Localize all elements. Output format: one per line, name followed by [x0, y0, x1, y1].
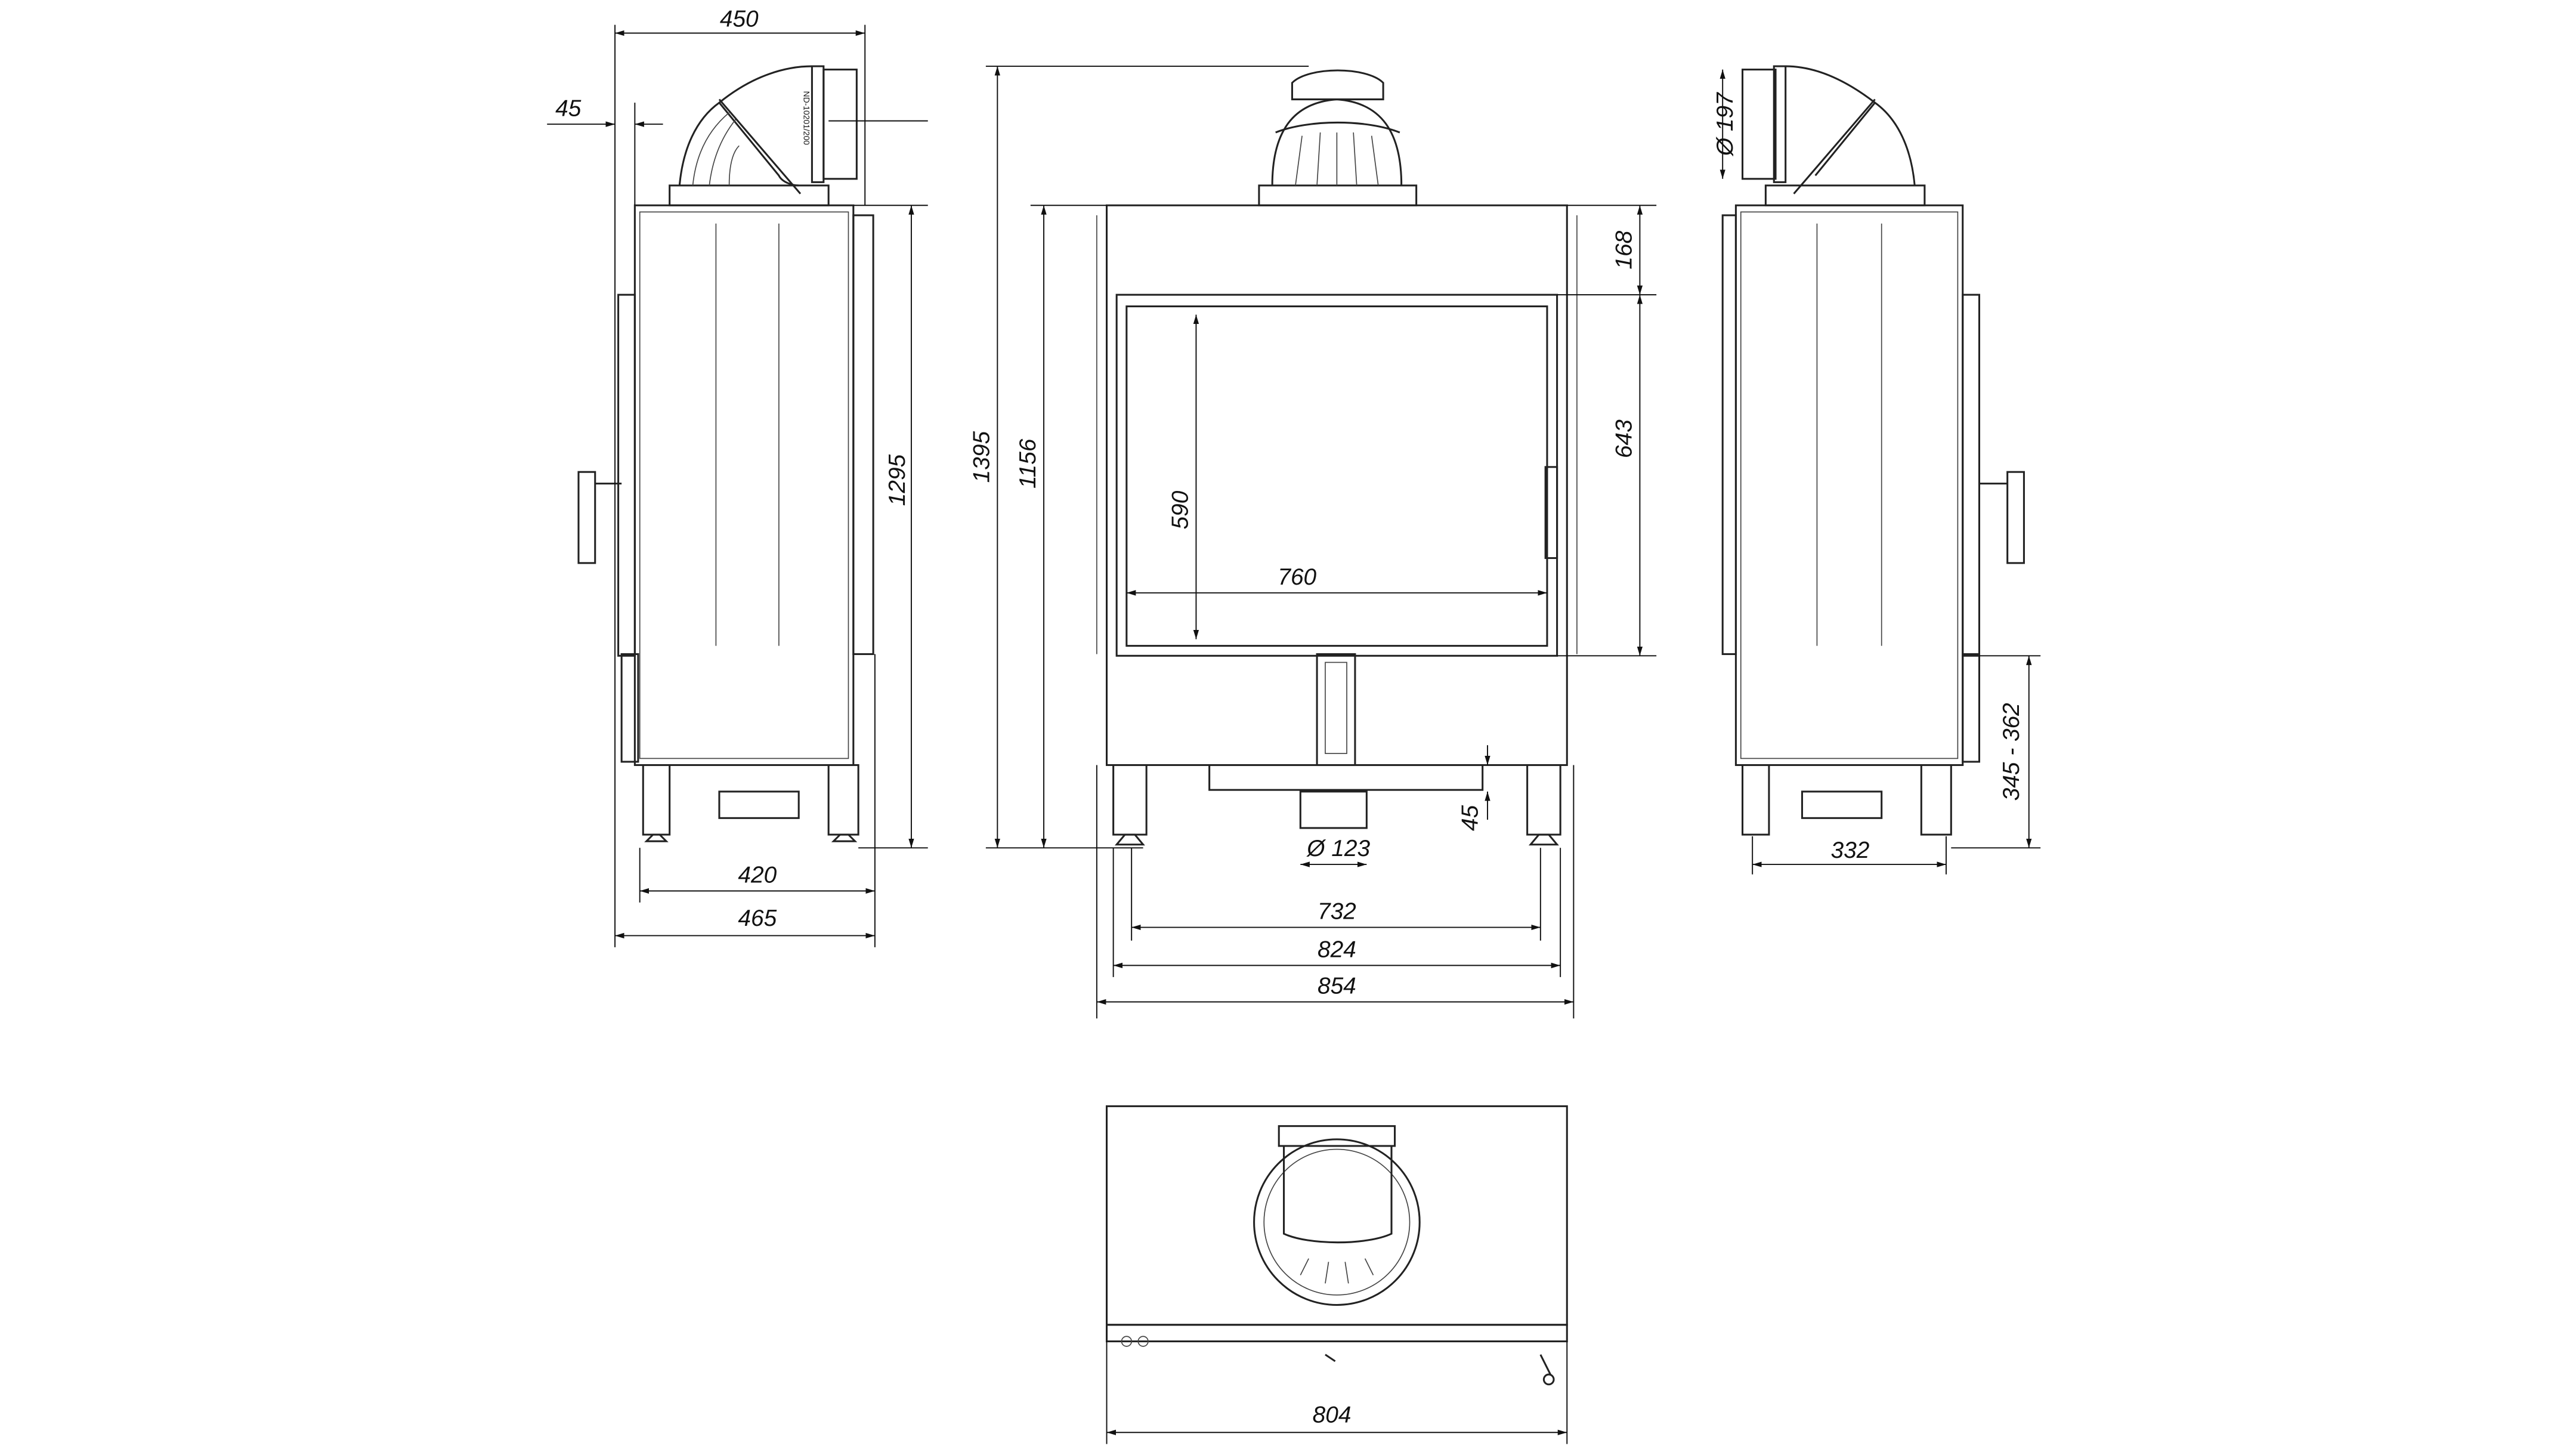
dim-offset: 45: [555, 95, 582, 121]
dim-door-sill-height: 345 - 362: [1999, 703, 2024, 801]
dim-bottom-outlet: Ø 123: [1306, 836, 1370, 861]
flue-collar-icon: [1258, 69, 1418, 206]
dim-feet-width: 420: [738, 863, 777, 888]
dim-top-to-door: 168: [1612, 230, 1637, 269]
door-handle-icon: [1979, 471, 2025, 564]
dim-body-height: 1156: [1015, 438, 1041, 489]
dim-height: 1295: [885, 454, 910, 506]
dim-flue-diameter: Ø 197: [1712, 92, 1738, 157]
dim-depth: 465: [738, 906, 777, 931]
dim-feet-width: 824: [1318, 937, 1356, 963]
flue-label: ND-10201/200: [802, 91, 812, 146]
dim-inner-width: 732: [1318, 899, 1356, 925]
flue-elbow-icon: [1741, 65, 1926, 206]
dim-top-width: 804: [1313, 1402, 1352, 1428]
feet: [642, 764, 859, 842]
dim-glass-width: 760: [1278, 564, 1316, 590]
dim-total-width: 854: [1318, 974, 1356, 999]
dim-total-height: 1395: [969, 431, 994, 483]
feet: [1112, 764, 1561, 846]
top-view: 804: [1106, 1105, 1568, 1444]
dim-width-top: 450: [720, 6, 759, 32]
right-side-view: Ø 197 345 - 362 332: [1712, 65, 2041, 875]
door-handle-icon: [1544, 466, 1558, 560]
flue-elbow-icon: ND-10201/200: [669, 65, 858, 206]
dim-drawer-gap: 45: [1457, 805, 1483, 831]
dim-door-height: 643: [1612, 419, 1637, 458]
dim-feet-width-right: 332: [1831, 838, 1870, 863]
door: [1115, 293, 1558, 657]
glass: [1125, 305, 1548, 647]
dim-glass-height: 590: [1168, 490, 1193, 529]
left-side-view: ND-10201/200 450 45 1295 420 465: [547, 6, 928, 947]
front-view: 1395 1156 168 643 590 760 Ø 123 45 732 8…: [969, 66, 1657, 1019]
door-handle-icon: [577, 471, 622, 564]
